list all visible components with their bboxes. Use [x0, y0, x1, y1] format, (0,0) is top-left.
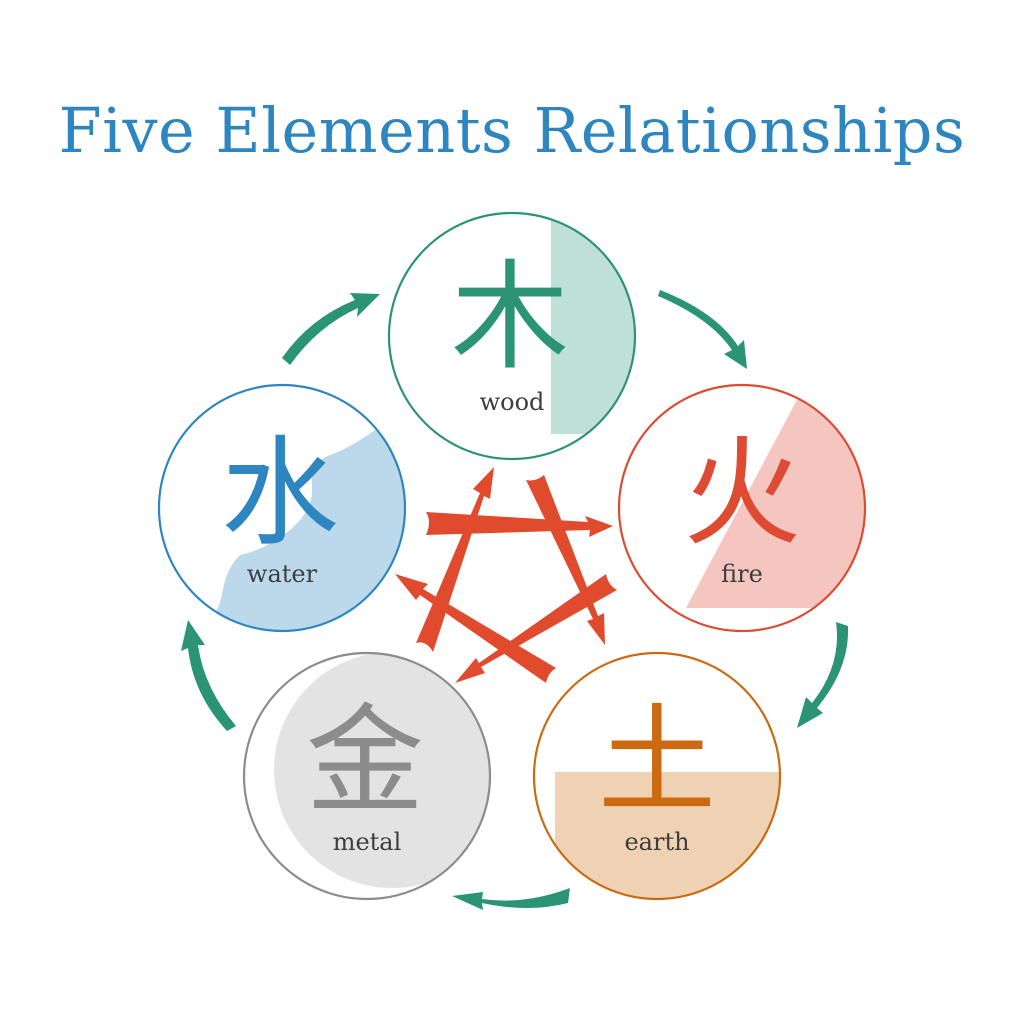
fire-circle [617, 383, 867, 633]
arrow-fire-to-metal [455, 574, 617, 683]
controlling-cycle [395, 467, 617, 683]
water-label: water [247, 560, 318, 588]
wood-label: wood [480, 388, 545, 416]
arrow-wood-to-fire [658, 290, 747, 369]
arrow-water-to-fire [426, 512, 613, 537]
earth-character: 土 [598, 692, 716, 830]
metal-fill [274, 653, 490, 888]
earth-circle [532, 651, 782, 901]
element-water[interactable]: 水 water [157, 383, 420, 660]
metal-label: metal [333, 828, 402, 856]
metal-circle [242, 651, 492, 901]
element-earth[interactable]: 土 earth [532, 651, 795, 912]
diagram-title: Five Elements Relationships [58, 94, 966, 167]
element-wood[interactable]: 木 wood [387, 200, 651, 461]
arrow-wood-to-earth [526, 475, 605, 645]
water-circle [157, 383, 407, 633]
element-fire[interactable]: 火 fire [617, 383, 880, 633]
arrow-fire-to-earth [797, 622, 849, 728]
earth-label: earth [624, 828, 689, 856]
element-metal[interactable]: 金 metal [242, 651, 510, 901]
arrow-water-to-wood [282, 293, 380, 365]
metal-character: 金 [306, 692, 424, 830]
water-character: 水 [221, 424, 339, 562]
fire-label: fire [721, 560, 763, 588]
wood-circle [387, 211, 637, 461]
arrow-metal-to-water [181, 620, 236, 731]
fire-fill [686, 398, 865, 608]
arrow-earth-to-water [395, 574, 556, 683]
wood-character: 木 [451, 248, 569, 386]
arrow-earth-to-metal [452, 888, 570, 910]
fire-character: 火 [683, 424, 801, 562]
generating-cycle [181, 290, 849, 910]
